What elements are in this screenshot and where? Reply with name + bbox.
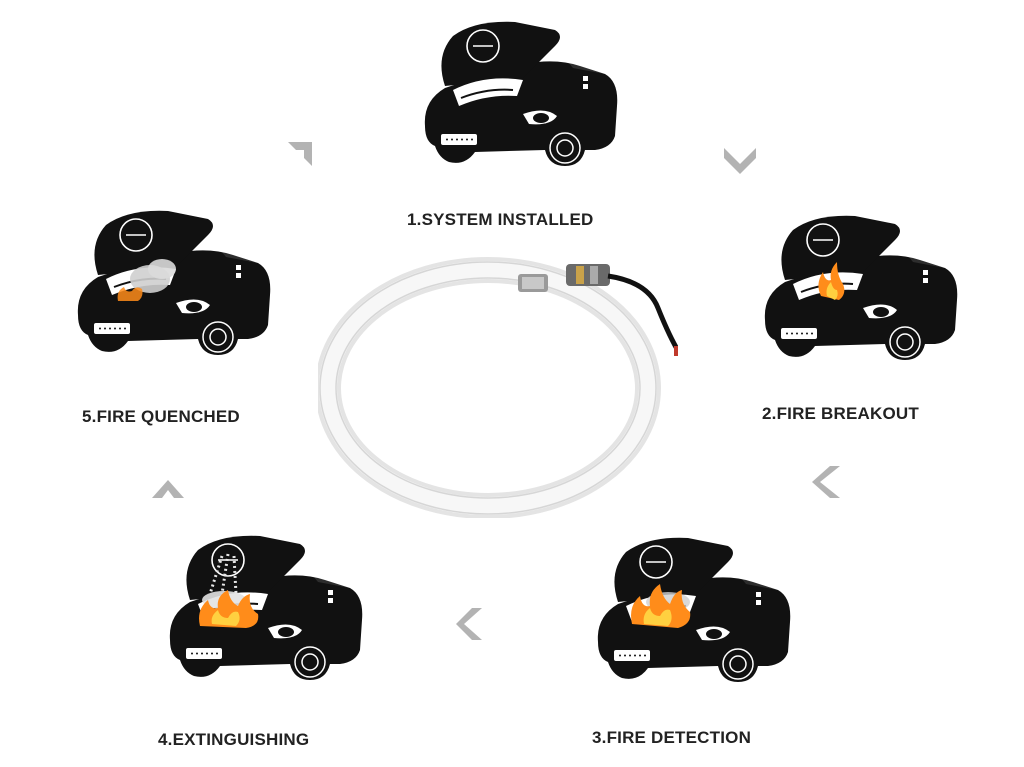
car-fire-breakout bbox=[763, 214, 959, 361]
large-flame-icon bbox=[631, 584, 691, 628]
chevron-down-right-icon bbox=[724, 148, 756, 174]
small-flame-icon bbox=[818, 262, 845, 300]
smoke-icon bbox=[117, 259, 176, 301]
car-system-installed bbox=[423, 20, 619, 168]
pressure-sensor-fitting bbox=[518, 264, 678, 356]
fire-detection-tube-ring bbox=[318, 257, 678, 518]
car-fire-quenched bbox=[76, 209, 272, 356]
chevron-up-right-icon bbox=[288, 142, 312, 166]
car-extinguishing bbox=[168, 534, 364, 681]
chevron-up-icon bbox=[152, 480, 184, 498]
step-3-label: 3.FIRE DETECTION bbox=[592, 728, 752, 747]
step-5-label: 5.FIRE QUENCHED bbox=[82, 407, 240, 426]
step-1-label: 1.SYSTEM INSTALLED bbox=[407, 210, 594, 229]
step-4-label: 4.EXTINGUISHING bbox=[158, 730, 310, 749]
extinguisher-spray-and-flame-icon bbox=[199, 553, 259, 628]
chevron-down-left-icon bbox=[812, 466, 840, 498]
step-2-label: 2.FIRE BREAKOUT bbox=[762, 404, 919, 423]
car-fire-detection bbox=[596, 536, 792, 683]
chevron-left-icon bbox=[456, 608, 482, 640]
